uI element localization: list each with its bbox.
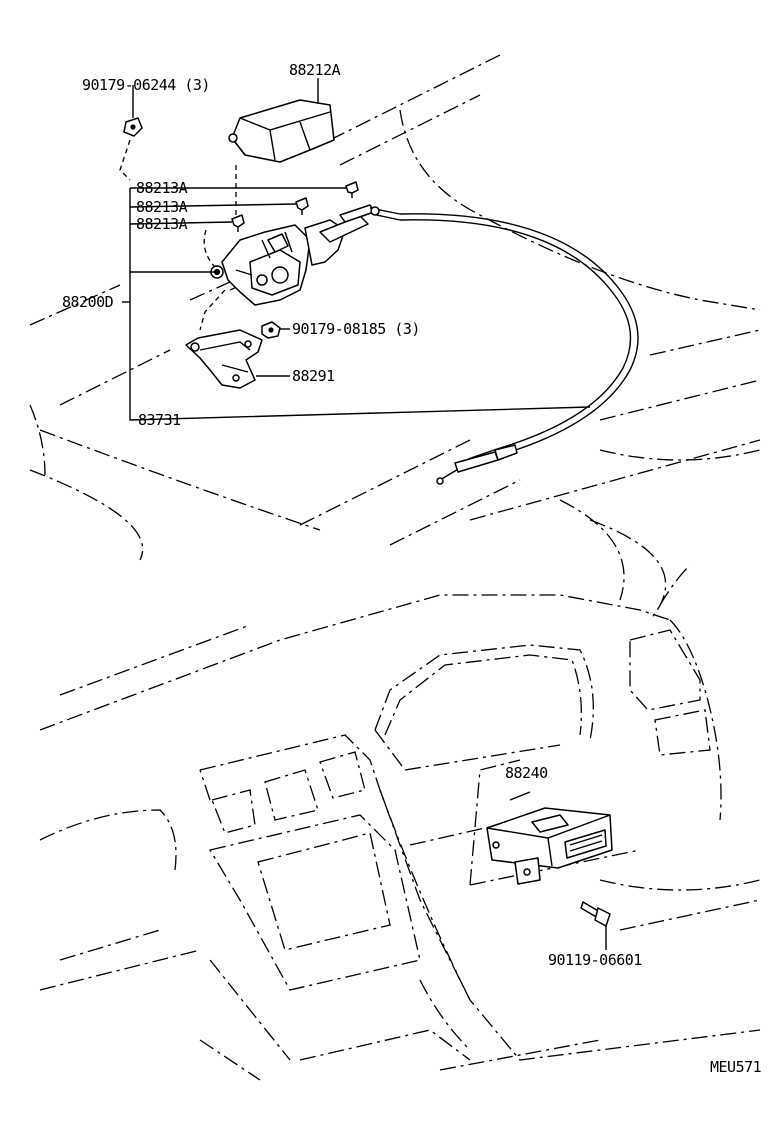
dashboard-outline bbox=[39, 564, 761, 1081]
callout-labels: 90179-06244 (3) 88212A 88213A 88213A 882… bbox=[62, 61, 762, 1076]
label-clip-2: 88213A bbox=[136, 198, 188, 216]
cruise-computer-88240 bbox=[486, 791, 613, 885]
cable bbox=[399, 213, 639, 485]
clips-88213a bbox=[231, 165, 359, 232]
leader-lines-top bbox=[122, 78, 591, 421]
label-clip-1: 88213A bbox=[136, 179, 188, 197]
bolt-90119-06601 bbox=[580, 901, 611, 950]
label-bracket: 88291 bbox=[292, 367, 335, 385]
nut-90179-08185 bbox=[199, 289, 281, 339]
bracket-88291 bbox=[185, 329, 263, 389]
label-clip-3: 88213A bbox=[136, 215, 188, 233]
nut-90179-06244 bbox=[119, 117, 143, 181]
label-cable: 83731 bbox=[138, 411, 181, 429]
cover-88212a bbox=[228, 99, 335, 163]
label-computer: 88240 bbox=[505, 764, 548, 782]
label-actuator-assy: 88200D bbox=[62, 293, 114, 311]
label-bolt: 90119-06601 bbox=[548, 951, 642, 969]
label-cover: 88212A bbox=[289, 61, 341, 79]
label-nut-top: 90179-06244 (3) bbox=[82, 76, 210, 94]
label-nut-mid: 90179-08185 (3) bbox=[292, 320, 420, 338]
cruise-actuator bbox=[203, 204, 401, 306]
label-diagram-code: MEU571 bbox=[710, 1058, 762, 1076]
